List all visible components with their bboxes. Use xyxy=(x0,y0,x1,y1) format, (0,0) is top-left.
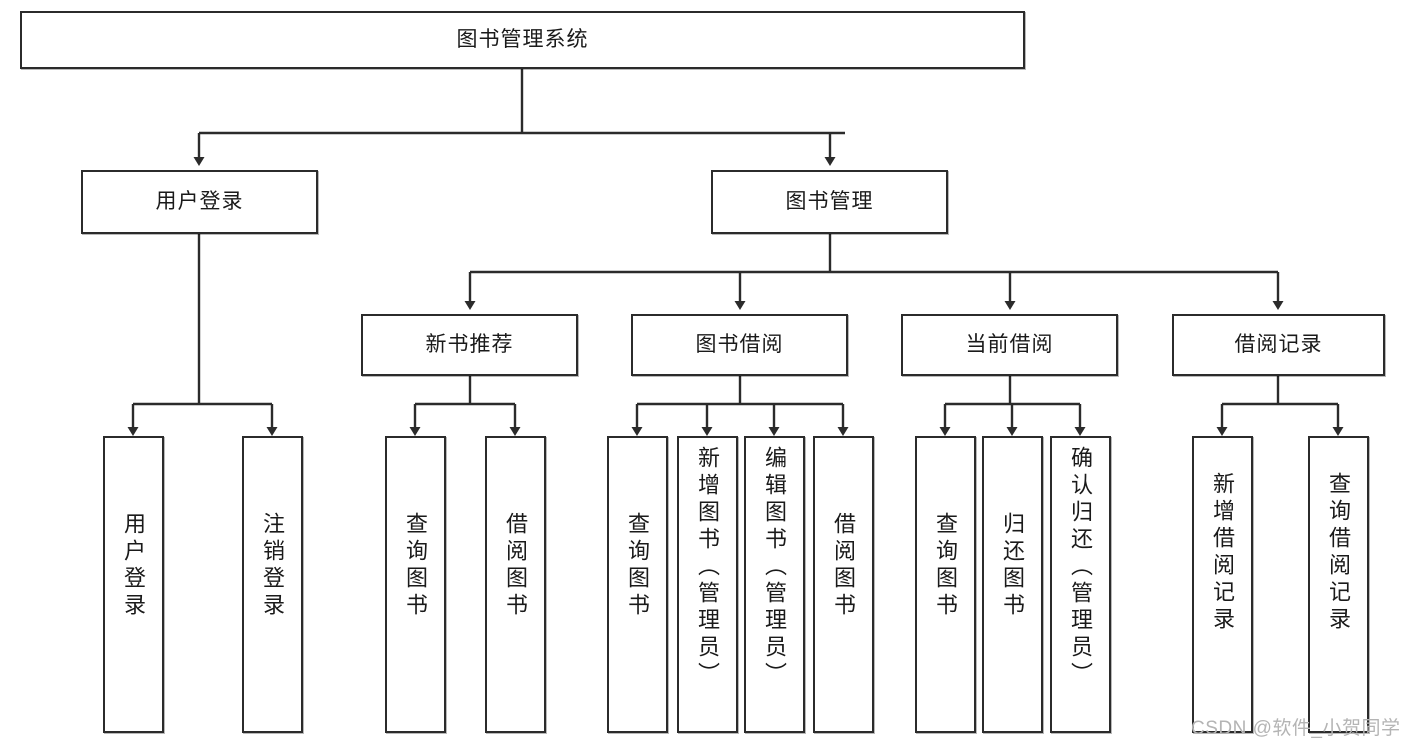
leaf-user-login-logout-label: 注销登录 xyxy=(260,512,286,620)
leaf-borrow-record-query[interactable]: 查询借阅记录 xyxy=(1308,436,1369,733)
node-book-borrow[interactable]: 图书借阅 xyxy=(631,314,848,376)
leaf-user-login-login[interactable]: 用户登录 xyxy=(103,436,164,733)
leaf-book-borrow-borrow[interactable]: 借阅图书 xyxy=(813,436,874,733)
node-current-borrow-label: 当前借阅 xyxy=(965,332,1054,356)
node-user-login-label: 用户登录 xyxy=(155,189,244,213)
node-user-login[interactable]: 用户登录 xyxy=(81,170,318,234)
node-root-label: 图书管理系统 xyxy=(456,27,589,51)
leaf-current-borrow-confirm[interactable]: 确认归还（管理员） xyxy=(1050,436,1111,733)
node-current-borrow[interactable]: 当前借阅 xyxy=(901,314,1118,376)
node-book-borrow-label: 图书借阅 xyxy=(695,332,784,356)
leaf-borrow-record-add-label: 新增借阅记录 xyxy=(1210,472,1236,634)
node-root[interactable]: 图书管理系统 xyxy=(20,11,1025,69)
leaf-book-borrow-add-label: 新增图书（管理员） xyxy=(695,446,721,689)
node-new-book-recommend[interactable]: 新书推荐 xyxy=(361,314,578,376)
leaf-book-borrow-query[interactable]: 查询图书 xyxy=(607,436,668,733)
leaf-book-borrow-edit-label: 编辑图书（管理员） xyxy=(762,446,788,689)
node-book-management[interactable]: 图书管理 xyxy=(711,170,948,234)
node-new-book-recommend-label: 新书推荐 xyxy=(425,332,514,356)
leaf-new-book-query[interactable]: 查询图书 xyxy=(385,436,446,733)
node-book-management-label: 图书管理 xyxy=(785,189,874,213)
leaf-new-book-borrow-label: 借阅图书 xyxy=(503,512,529,620)
leaf-new-book-query-label: 查询图书 xyxy=(403,512,429,620)
leaf-user-login-logout[interactable]: 注销登录 xyxy=(242,436,303,733)
leaf-book-borrow-query-label: 查询图书 xyxy=(625,512,651,620)
leaf-current-borrow-confirm-label: 确认归还（管理员） xyxy=(1068,446,1094,689)
leaf-current-borrow-return[interactable]: 归还图书 xyxy=(982,436,1043,733)
leaf-current-borrow-return-label: 归还图书 xyxy=(1000,512,1026,620)
leaf-current-borrow-query-label: 查询图书 xyxy=(933,512,959,620)
node-borrow-record[interactable]: 借阅记录 xyxy=(1172,314,1385,376)
leaf-current-borrow-query[interactable]: 查询图书 xyxy=(915,436,976,733)
leaf-borrow-record-query-label: 查询借阅记录 xyxy=(1326,472,1352,634)
leaf-book-borrow-borrow-label: 借阅图书 xyxy=(831,512,857,620)
leaf-borrow-record-add[interactable]: 新增借阅记录 xyxy=(1192,436,1253,733)
leaf-new-book-borrow[interactable]: 借阅图书 xyxy=(485,436,546,733)
csdn-watermark: CSDN @软件_小贺同学 xyxy=(1191,718,1401,739)
leaf-user-login-login-label: 用户登录 xyxy=(121,512,147,620)
leaf-book-borrow-edit[interactable]: 编辑图书（管理员） xyxy=(744,436,805,733)
leaf-book-borrow-add[interactable]: 新增图书（管理员） xyxy=(677,436,738,733)
node-borrow-record-label: 借阅记录 xyxy=(1234,332,1323,356)
